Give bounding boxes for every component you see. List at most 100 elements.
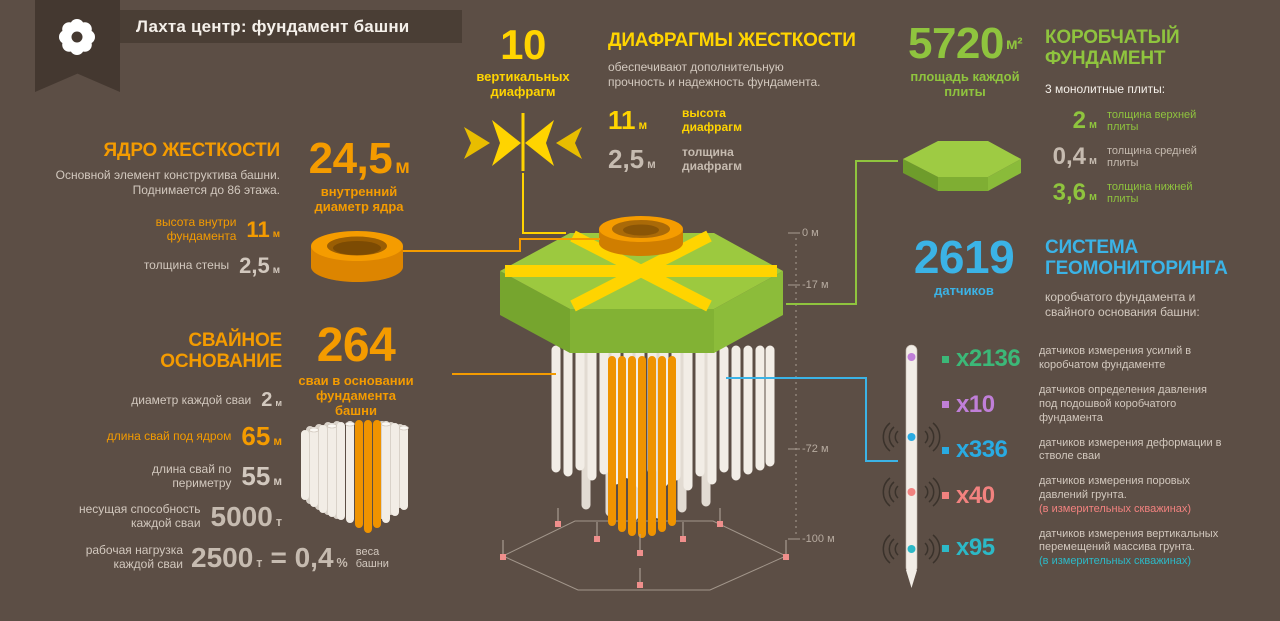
sensor-description: датчиков измерения поровых давлений грун… [1039, 475, 1225, 516]
sensor-marker-icon [942, 446, 949, 454]
unit-label: м [272, 264, 280, 276]
stat-label: толщина диафрагм [682, 145, 743, 173]
core-description: Основной элемент конструктива башни. Под… [55, 167, 280, 198]
sensor-description: датчиков измерения деформации в стволе с… [1039, 437, 1225, 465]
monitoring-section: СИСТЕМА ГЕОМОНИТОРИНГА коробчатого фунда… [1045, 237, 1275, 321]
ground-sensor-dots [500, 521, 789, 588]
unit-label: м [275, 398, 282, 408]
monitoring-count: 2619 датчиков [908, 234, 1020, 299]
sensor-count: х336 [956, 436, 1008, 464]
value: 65 [241, 421, 271, 451]
monitoring-count-value: 2619 [913, 231, 1015, 283]
unit-label: м² [1005, 36, 1023, 53]
stat-label: высота внутри фундамента [155, 215, 237, 243]
value: 2 [261, 389, 273, 411]
pile-foundation-heading: СВАЙНОЕ ОСНОВАНИЕ [160, 330, 282, 372]
value: 2,5 [608, 144, 645, 175]
box-foundation-section: КОРОБЧАТЫЙ ФУНДАМЕНТ 3 монолитные плиты:… [1045, 27, 1270, 215]
sensor-list: х2136 датчиков измерения усилий в коробч… [942, 345, 1278, 580]
unit-label: м [638, 119, 648, 133]
diaphragms-heading: ДИАФРАГМЫ ЖЕСТКОСТИ [608, 30, 856, 51]
core-section: ЯДРО ЖЕСТКОСТИ Основной элемент конструк… [48, 140, 281, 199]
sensor-description-text: датчиков измерения поровых давлений грун… [1039, 475, 1191, 501]
diaphragm-count-label: вертикальных диафрагм [476, 69, 570, 99]
box-foundation-heading: КОРОБЧАТЫЙ ФУНДАМЕНТ [1045, 27, 1180, 69]
sensor-description: датчиков измерения вертикальных перемеще… [1039, 528, 1225, 569]
value: 11 [608, 105, 636, 136]
plate-label: толщина нижней плиты [1107, 180, 1193, 206]
depth-marker: -100 м [802, 533, 835, 545]
stat-label: длина свай под ядром [106, 428, 232, 443]
stat-label: несущая способность каждой сваи [78, 502, 201, 530]
sensor-row: х336 датчиков измерения деформации в ств… [942, 436, 1278, 464]
value: 55 [241, 461, 271, 491]
sensor-note: (в измерительных скважинах) [1039, 555, 1192, 567]
sensor-row: х10 датчиков определения давления под по… [942, 384, 1278, 425]
stat-label: рабочая нагрузка каждой сваи [85, 543, 183, 571]
stat-label: высота диафрагм [682, 106, 743, 134]
sensor-count: х40 [956, 481, 995, 509]
unit-label: м [647, 158, 656, 172]
monitoring-heading: СИСТЕМА ГЕОМОНИТОРИНГА [1045, 237, 1228, 279]
unit-label: м [273, 435, 282, 448]
diaphragm-count: 10 вертикальных диафрагм [472, 24, 574, 100]
plate-label: толщина средней плиты [1107, 144, 1197, 170]
diaphragm-beams [505, 230, 777, 312]
unit-label: м [1089, 191, 1097, 204]
value: 2 [1072, 107, 1086, 135]
sensor-description: датчиков определения давления под подошв… [1039, 384, 1225, 425]
load-ratio: = 0,4% [270, 542, 347, 574]
header-bar: Лахта центр: фундамент башни [120, 10, 462, 43]
diaphragms-description: обеспечивают дополнительную прочность и … [608, 59, 821, 90]
pile-foundation-heading-block: СВАЙНОЕ ОСНОВАНИЕ [130, 330, 282, 373]
unit-label: т [275, 515, 282, 529]
stat-label: толщина стены [143, 257, 230, 272]
unit-label: м [1089, 155, 1097, 168]
monitoring-count-label: датчиков [934, 283, 994, 298]
ground-hexagon-outline [501, 520, 788, 591]
core-diameter-label: внутренний диаметр ядра [314, 184, 404, 214]
plate-illustration [903, 141, 1021, 191]
unit-label: м [273, 475, 282, 488]
diaphragm-count-value: 10 [500, 21, 546, 68]
load-suffix: веса башни [355, 545, 389, 570]
depth-marker: -17 м [802, 279, 829, 291]
sensor-row: х95 датчиков измерения вертикальных пере… [942, 528, 1278, 569]
pile-count-value: 264 [316, 319, 396, 372]
sensor-row: х40 датчиков измерения поровых давлений … [942, 475, 1278, 516]
stat-label: диаметр каждой сваи [131, 392, 252, 407]
plate-area-label: площадь каждой плиты [910, 69, 1020, 99]
logo-ribbon [35, 0, 120, 92]
sensor-count: х95 [956, 534, 995, 562]
sensor-rod-illustration [882, 344, 941, 588]
depth-marker: -72 м [802, 443, 829, 455]
diaphragms-section: ДИАФРАГМЫ ЖЕСТКОСТИ обеспечивают дополни… [608, 30, 858, 175]
depth-scale [788, 232, 800, 540]
sensor-description-text: датчиков измерения усилий в коробчатом ф… [1039, 345, 1192, 371]
sensor-row: х2136 датчиков измерения усилий в коробч… [942, 345, 1278, 373]
value: 5720 [907, 19, 1004, 68]
plate-label: толщина верхней плиты [1107, 108, 1197, 134]
sensor-count: х2136 [956, 345, 1021, 372]
sensor-description-text: датчиков определения давления под подошв… [1039, 384, 1208, 424]
value: 5000 [210, 501, 273, 532]
value: 2500 [191, 542, 254, 573]
